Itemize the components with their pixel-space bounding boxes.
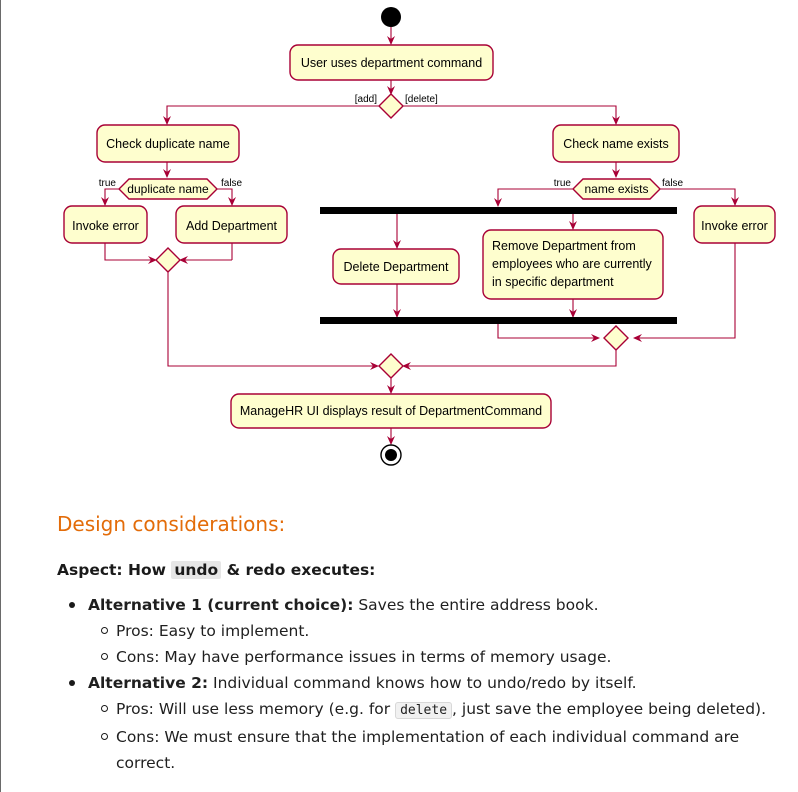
decision-label: duplicate name <box>127 182 209 196</box>
section-heading: Design considerations: <box>57 512 286 536</box>
guard-true: true <box>99 178 117 189</box>
action-label: Delete Department <box>344 260 449 274</box>
action-display-result: ManageHR UI displays result of Departmen… <box>230 393 552 429</box>
action-label-line2: employees who are currently <box>492 257 653 271</box>
action-check-duplicate-name: Check duplicate name <box>96 124 240 163</box>
action-label-line1: Remove Department from <box>492 239 636 253</box>
action-label: Invoke error <box>701 219 768 233</box>
list-item: Pros: Will use less memory (e.g. for del… <box>88 696 792 724</box>
decision-add-delete <box>378 93 404 119</box>
alt2-cons: Cons: We must ensure that the implementa… <box>116 728 740 772</box>
list-item: Cons: May have performance issues in ter… <box>88 644 792 670</box>
action-label: Check duplicate name <box>106 137 230 151</box>
join-bar <box>320 317 677 324</box>
alt2-pros-b: , just save the employee being deleted). <box>452 700 767 718</box>
alt1-pros: Pros: Easy to implement. <box>116 622 310 640</box>
merge-left <box>155 247 181 273</box>
action-label-line3: in specific department <box>492 275 614 289</box>
aspect-keyword: undo <box>171 561 222 579</box>
guard-add: [add] <box>355 94 377 105</box>
list-item: Cons: We must ensure that the implementa… <box>88 724 792 776</box>
alt2-title: Alternative 2: <box>88 674 209 692</box>
alt1-text: Saves the entire address book. <box>353 596 599 614</box>
action-label: Add Department <box>186 219 278 233</box>
start-node <box>381 7 401 27</box>
guard-false: false <box>662 178 684 189</box>
page-left-border <box>0 0 1 792</box>
list-item: Pros: Easy to implement. <box>88 618 792 644</box>
alt2-sublist: Pros: Will use less memory (e.g. for del… <box>88 696 792 776</box>
action-invoke-error-left: Invoke error <box>63 205 148 244</box>
guard-false: false <box>221 178 243 189</box>
inline-code: delete <box>395 702 453 719</box>
list-item: Alternative 2: Individual command knows … <box>57 670 792 776</box>
alt1-cons: Cons: May have performance issues in ter… <box>116 648 612 666</box>
action-label: ManageHR UI displays result of Departmen… <box>240 404 542 418</box>
action-delete-department: Delete Department <box>332 248 460 285</box>
action-add-department: Add Department <box>175 205 288 244</box>
aspect-suffix: & redo executes: <box>221 561 376 579</box>
alt2-text: Individual command knows how to undo/red… <box>208 674 637 692</box>
decision-name-exists <box>572 178 661 200</box>
action-invoke-error-right: Invoke error <box>693 205 776 244</box>
guard-delete: [delete] <box>405 94 438 105</box>
fork-bar <box>320 207 677 214</box>
merge-final <box>378 353 404 379</box>
guard-true: true <box>554 178 572 189</box>
action-label: Check name exists <box>563 137 669 151</box>
alt2-pros-a: Pros: Will use less memory (e.g. for <box>116 700 396 718</box>
activity-diagram: User uses department command Check dupli… <box>63 7 776 466</box>
action-check-name-exists: Check name exists <box>552 124 680 163</box>
action-remove-department-from-employees: Remove Department from employees who are… <box>482 229 664 300</box>
alt1-title: Alternative 1 (current choice): <box>88 596 354 614</box>
merge-right <box>603 325 629 351</box>
alt1-sublist: Pros: Easy to implement. Cons: May have … <box>88 618 792 670</box>
decision-label: name exists <box>584 182 648 196</box>
list-item: Alternative 1 (current choice): Saves th… <box>57 592 792 670</box>
end-node <box>380 444 402 466</box>
action-user-uses-department-command: User uses department command <box>289 44 494 81</box>
aspect-line: Aspect: How undo & redo executes: <box>57 561 375 579</box>
decision-duplicate-name <box>118 178 218 200</box>
alternatives-list: Alternative 1 (current choice): Saves th… <box>57 592 792 776</box>
aspect-prefix: Aspect: How <box>57 561 172 579</box>
action-label: Invoke error <box>72 219 139 233</box>
action-label: User uses department command <box>301 56 482 70</box>
